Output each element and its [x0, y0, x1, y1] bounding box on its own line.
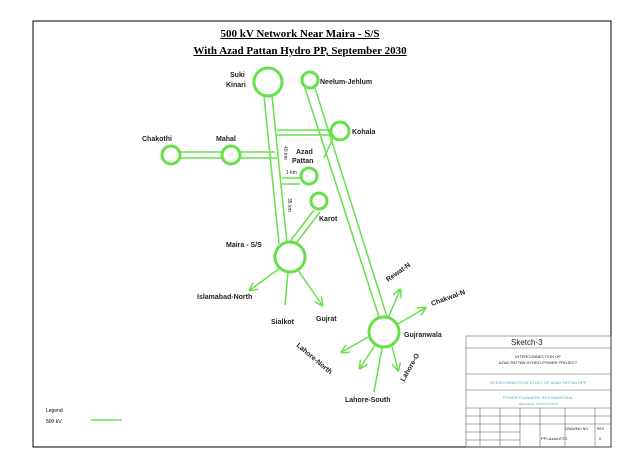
title-block — [465, 335, 612, 448]
label-neelum-jehlum: Neelum-Jehlum — [320, 79, 372, 86]
distance-40km: 40 km — [282, 146, 288, 160]
line-neelum-gujranwala-a — [304, 87, 381, 321]
line-karot-maira-b — [293, 211, 321, 247]
label-islamabad-north: Islamabad-North — [197, 294, 252, 301]
line-karot-maira-a — [287, 209, 315, 245]
node-kohala — [329, 120, 351, 142]
line-suki-maira-a — [263, 95, 280, 245]
label-sialkot: Sialkot — [271, 319, 295, 326]
node-neelum-jehlum — [300, 70, 320, 90]
diagram-title-line2: With Azad Pattan Hydro PP, September 203… — [193, 45, 407, 57]
sketch-label: Sketch-3 — [511, 338, 543, 347]
title-block-desc-2: AZAD PATTAN HYDRO-POWER PROJECT — [499, 360, 578, 365]
label-mahal: Mahal — [216, 136, 236, 143]
line-maira-gujrat — [297, 269, 322, 305]
rev-label: REV — [597, 427, 605, 431]
line-neelum-gujranwala-b — [314, 87, 389, 321]
line-gujranwala-rewat — [387, 290, 400, 319]
label-gujranwala: Gujranwala — [404, 332, 442, 339]
title-block-desc-1: INTERCONNECTION OF — [515, 354, 561, 359]
drawing-no-label: DRAWING NO. — [565, 427, 589, 431]
node-suki-kinari — [252, 66, 284, 98]
label-azad-pattan-1: Azad — [296, 149, 313, 156]
title-block-company-3: TECHNICAL CONSULTANTS — [518, 402, 558, 406]
label-chakothi: Chakothi — [142, 136, 172, 143]
label-kohala: Kohala — [352, 129, 375, 136]
line-maira-sialkot — [284, 271, 289, 306]
line-gujranwala-chakwal — [397, 308, 425, 325]
node-chakothi — [160, 144, 182, 166]
label-gujrat: Gujrat — [316, 316, 337, 323]
distance-1km: 1 km — [286, 170, 297, 176]
node-maira — [273, 240, 307, 274]
page-border — [32, 20, 612, 448]
diagram-title-line1: 500 kV Network Near Maira - S/S — [220, 28, 380, 40]
drawing-no: PPI-Azad-ETG — [541, 436, 567, 441]
rev-no: 0 — [599, 436, 602, 441]
line-suki-maira-b — [271, 95, 288, 245]
label-lahore-south: Lahore-South — [345, 397, 391, 404]
line-maira-islamabad — [250, 267, 281, 290]
legend-500kv: 500 kV — [46, 419, 62, 425]
label-suki-kinari-2: Kinari — [226, 82, 246, 89]
node-karot — [309, 191, 329, 211]
distance-35km: 35 km — [286, 198, 292, 212]
line-gujranwala-lahore-o — [391, 345, 398, 370]
label-suki-kinari-1: Suki — [230, 72, 245, 79]
title-block-company-2: POWER PLANNERS INTERNATIONAL — [503, 395, 574, 400]
legend-title: Legend — [46, 408, 63, 414]
line-gujranwala-lahore-north-b — [360, 343, 377, 368]
title-block-company-1: INTERCONNECTION STUDY OF AZAD PATTAN HPP — [489, 380, 586, 385]
node-gujranwala — [367, 315, 401, 349]
node-mahal — [220, 144, 242, 166]
label-karot: Karot — [319, 216, 338, 223]
label-maira: Maira - S/S — [226, 242, 262, 249]
label-azad-pattan-2: Pattan — [292, 158, 313, 165]
line-gujranwala-lahore-north — [342, 335, 371, 352]
line-kohala-down — [323, 137, 334, 159]
label-chakwal-n: Chakwal-N — [430, 289, 466, 308]
line-gujranwala-lahore-south — [373, 347, 383, 393]
label-lahore-north: Lahore-North — [295, 342, 333, 376]
label-lahore-o: Lahore-O — [400, 352, 422, 383]
label-rewat-n: Rewat-N — [385, 262, 412, 284]
node-azad-pattan — [299, 166, 319, 186]
